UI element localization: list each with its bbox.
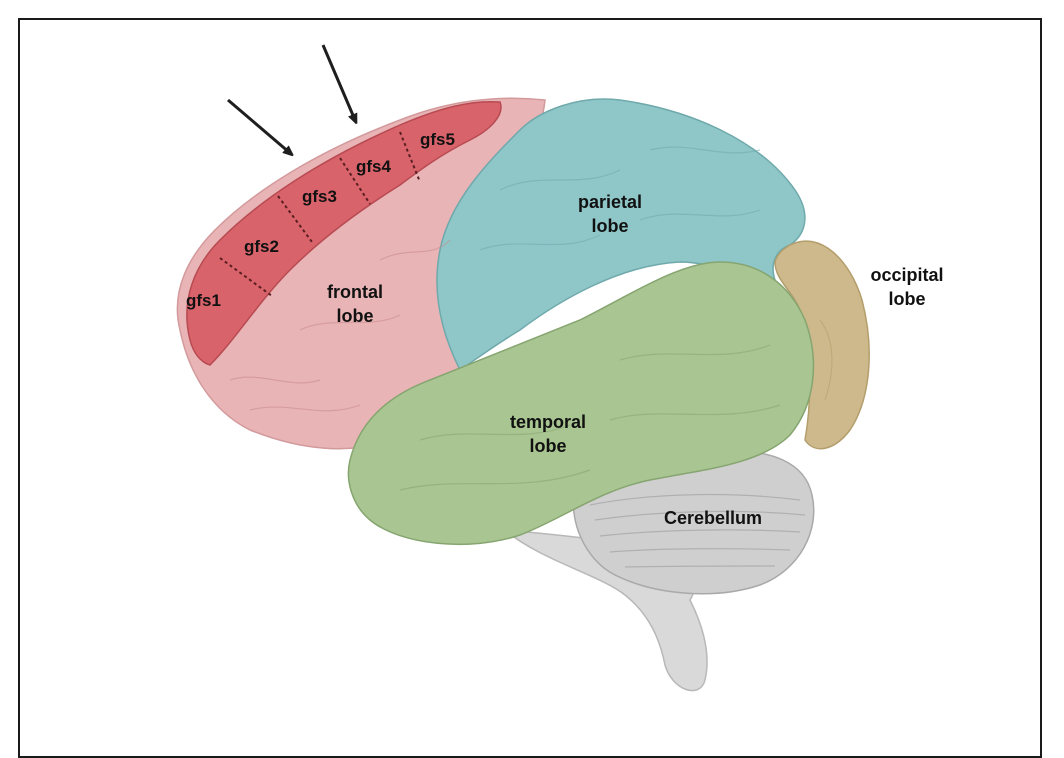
arrow-icon: [228, 100, 290, 153]
label-parietal-line1: parietal: [578, 192, 642, 212]
arrow-icon: [323, 45, 355, 120]
label-gfs3: gfs3: [302, 187, 337, 206]
label-occipital-line2: lobe: [888, 289, 925, 309]
label-temporal-line2: lobe: [529, 436, 566, 456]
label-cerebellum: Cerebellum: [664, 508, 762, 528]
label-gfs1: gfs1: [186, 291, 221, 310]
label-occipital-line1: occipital: [870, 265, 943, 285]
label-temporal-line1: temporal: [510, 412, 586, 432]
label-frontal-line1: frontal: [327, 282, 383, 302]
label-parietal-line2: lobe: [591, 216, 628, 236]
label-gfs2: gfs2: [244, 237, 279, 256]
label-gfs5: gfs5: [420, 130, 455, 149]
label-frontal-line2: lobe: [336, 306, 373, 326]
label-gfs4: gfs4: [356, 157, 392, 176]
